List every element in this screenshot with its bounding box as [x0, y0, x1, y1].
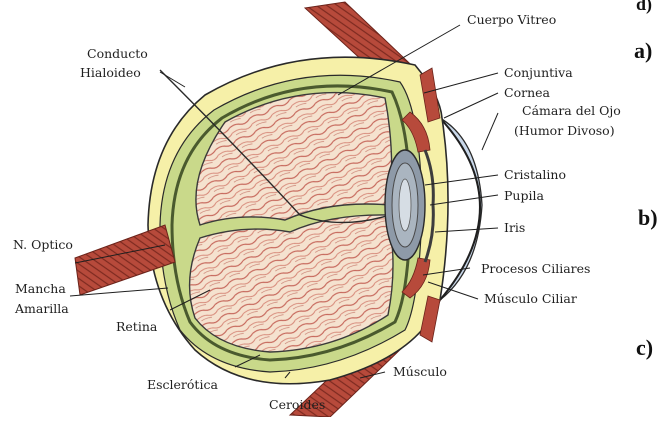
side-letter-c: c) [636, 335, 653, 361]
label-cornea: Cornea [504, 86, 550, 100]
label-pupila: Pupila [504, 189, 544, 203]
label-procesos-ciliares: Procesos Ciliares [481, 262, 590, 276]
label-musculo: Músculo [393, 365, 447, 379]
label-amarilla: Amarilla [15, 302, 69, 316]
side-letter-top: d) [636, 0, 652, 15]
label-cristalino: Cristalino [504, 168, 566, 182]
label-camara: Cámara del Ojo [522, 104, 621, 118]
label-ceroides: Ceroides [269, 398, 325, 412]
label-n-optico: N. Optico [13, 238, 73, 252]
label-humor: (Humor Divoso) [514, 124, 615, 138]
side-letter-b: b) [638, 205, 658, 231]
label-iris: Iris [504, 221, 525, 235]
label-conjuntiva: Conjuntiva [504, 66, 573, 80]
label-retina: Retina [116, 320, 157, 334]
label-musculo-ciliar: Músculo Ciliar [484, 292, 577, 306]
label-cuerpo-vitreo: Cuerpo Vitreo [467, 13, 556, 27]
label-hialoideo: Hialoideo [80, 66, 141, 80]
side-letter-a: a) [634, 38, 652, 64]
label-conducto: Conducto [87, 47, 148, 61]
label-esclerotica: Esclerótica [147, 378, 218, 392]
label-mancha: Mancha [15, 282, 66, 296]
